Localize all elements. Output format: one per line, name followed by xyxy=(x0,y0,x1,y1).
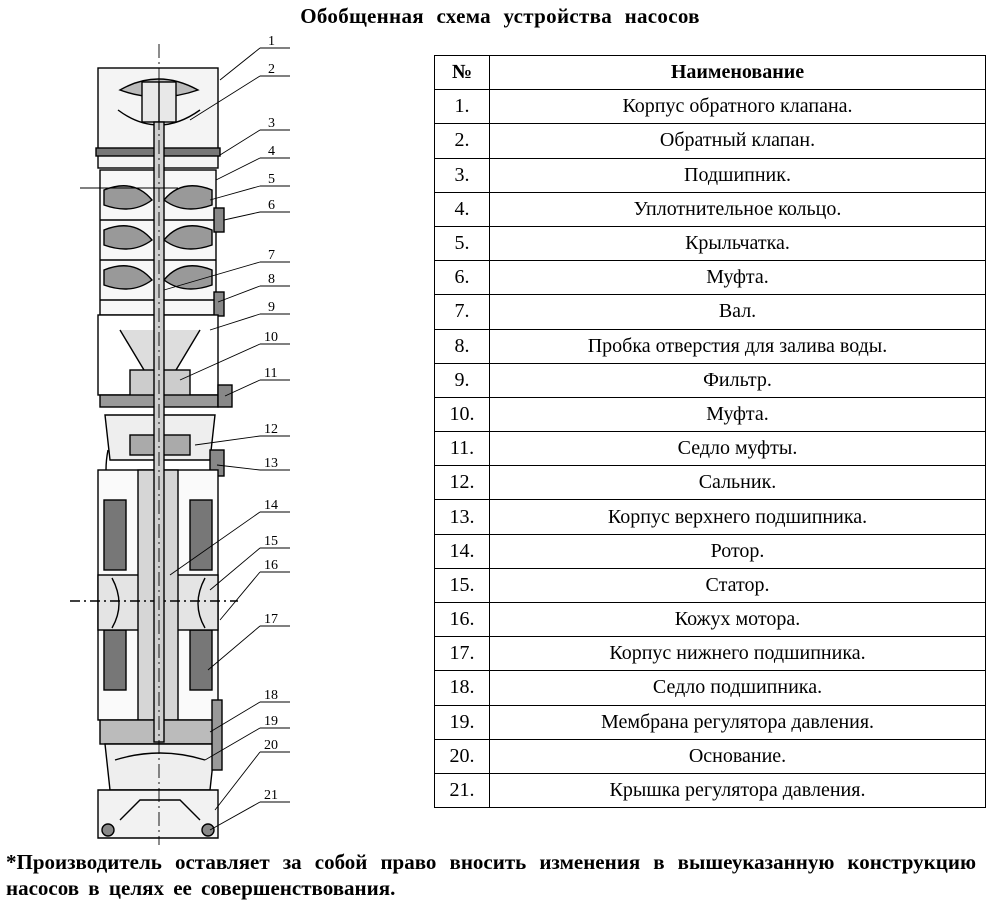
part-number-cell: 20. xyxy=(434,738,490,774)
part-number-cell: 4. xyxy=(434,191,490,227)
part-number-cell: 1. xyxy=(434,89,490,125)
part-label: 11 xyxy=(264,366,277,381)
part-name-cell: Пробка отверстия для залива воды. xyxy=(489,328,986,364)
table-row: 3.Подшипник. xyxy=(434,157,986,193)
part-number-cell: 5. xyxy=(434,225,490,262)
part-number-cell: 19. xyxy=(434,704,490,740)
part-label: 3 xyxy=(268,116,275,131)
table-row: 16.Кожух мотора. xyxy=(434,601,986,638)
part-label: 16 xyxy=(264,558,278,573)
part-name-cell: Корпус верхнего подшипника. xyxy=(489,499,986,535)
part-name-cell: Корпус нижнего подшипника. xyxy=(489,636,986,672)
part-name-cell: Ротор. xyxy=(489,533,986,569)
table-row: 4.Уплотнительное кольцо. xyxy=(434,191,986,227)
table-row: 2.Обратный клапан. xyxy=(434,123,986,159)
part-label: 10 xyxy=(264,330,278,345)
part-number-cell: 12. xyxy=(434,465,490,501)
part-name-cell: Крыльчатка. xyxy=(489,225,986,262)
part-name-cell: Сальник. xyxy=(489,465,986,501)
part-number-cell: 17. xyxy=(434,636,490,672)
table-row: 1.Корпус обратного клапана. xyxy=(434,89,986,125)
part-number-cell: 8. xyxy=(434,328,490,364)
part-name-cell: Фильтр. xyxy=(489,362,986,398)
part-label: 1 xyxy=(268,34,275,49)
part-label: 19 xyxy=(264,714,278,729)
part-label: 6 xyxy=(268,198,275,213)
table-row: 6.Муфта. xyxy=(434,260,986,296)
part-name-cell: Основание. xyxy=(489,738,986,774)
table-row: 7.Вал. xyxy=(434,294,986,330)
part-name-cell: Мембрана регулятора давления. xyxy=(489,704,986,740)
part-name-cell: Седло подшипника. xyxy=(489,670,986,706)
part-number-cell: 6. xyxy=(434,260,490,296)
parts-table-body: 1.Корпус обратного клапана.2.Обратный кл… xyxy=(434,89,986,809)
label-leaders xyxy=(163,47,290,831)
part-name-cell: Статор. xyxy=(489,567,986,604)
table-row: 20.Основание. xyxy=(434,738,986,774)
table-row: 9.Фильтр. xyxy=(434,362,986,398)
part-number-cell: 7. xyxy=(434,294,490,330)
part-label: 4 xyxy=(268,144,275,159)
part-name-cell: Уплотнительное кольцо. xyxy=(489,191,986,227)
part-label: 8 xyxy=(268,272,275,287)
table-row: 12.Сальник. xyxy=(434,465,986,501)
part-name-cell: Вал. xyxy=(489,294,986,330)
table-row: 11.Седло муфты. xyxy=(434,431,986,467)
table-header-row: № Наименование xyxy=(434,54,986,91)
part-name-cell: Кожух мотора. xyxy=(489,601,986,638)
part-number-cell: 18. xyxy=(434,670,490,706)
part-number-cell: 15. xyxy=(434,567,490,604)
table-row: 18.Седло подшипника. xyxy=(434,670,986,706)
part-name-cell: Корпус обратного клапана. xyxy=(489,89,986,125)
part-labels: 1 2 3 4 5 6 7 8 9 10 11 12 13 14 15 16 1… xyxy=(264,34,278,803)
part-name-cell: Подшипник. xyxy=(489,157,986,193)
part-name-cell: Седло муфты. xyxy=(489,431,986,467)
table-row: 19.Мембрана регулятора давления. xyxy=(434,704,986,740)
pump-cross-section-diagram: 1 2 3 4 5 6 7 8 9 10 11 12 13 14 15 16 1… xyxy=(70,34,290,845)
part-label: 17 xyxy=(264,612,278,627)
part-number-cell: 3. xyxy=(434,157,490,193)
part-number-cell: 11. xyxy=(434,431,490,467)
table-row: 5.Крыльчатка. xyxy=(434,225,986,262)
part-number-cell: 16. xyxy=(434,601,490,638)
part-label: 18 xyxy=(264,688,278,703)
part-name-cell: Муфта. xyxy=(489,260,986,296)
part-label: 2 xyxy=(268,62,275,77)
part-number-cell: 10. xyxy=(434,396,490,433)
table-row: 13.Корпус верхнего подшипника. xyxy=(434,499,986,535)
part-number-cell: 13. xyxy=(434,499,490,535)
part-number-cell: 9. xyxy=(434,362,490,398)
part-label: 12 xyxy=(264,422,278,437)
column-header-name: Наименование xyxy=(489,54,986,91)
table-row: 21.Крышка регулятора давления. xyxy=(434,772,986,809)
table-row: 17.Корпус нижнего подшипника. xyxy=(434,636,986,672)
pump-drawing xyxy=(70,44,238,845)
parts-table: № Наименование 1.Корпус обратного клапан… xyxy=(434,54,986,809)
part-number-cell: 2. xyxy=(434,123,490,159)
part-label: 15 xyxy=(264,534,278,549)
table-row: 10.Муфта. xyxy=(434,396,986,433)
part-label: 14 xyxy=(264,498,278,513)
footnote: *Производитель оставляет за собой право … xyxy=(6,850,976,900)
part-name-cell: Муфта. xyxy=(489,396,986,433)
part-name-cell: Обратный клапан. xyxy=(489,123,986,159)
part-name-cell: Крышка регулятора давления. xyxy=(489,772,986,809)
part-number-cell: 21. xyxy=(434,772,490,809)
part-number-cell: 14. xyxy=(434,533,490,569)
part-label: 9 xyxy=(268,300,275,315)
table-row: 15.Статор. xyxy=(434,567,986,604)
column-header-number: № xyxy=(434,54,490,91)
part-label: 20 xyxy=(264,738,278,753)
table-row: 8.Пробка отверстия для залива воды. xyxy=(434,328,986,364)
part-label: 21 xyxy=(264,788,278,803)
part-label: 7 xyxy=(268,248,275,263)
page-title: Обобщенная схема устройства насосов xyxy=(300,4,700,28)
part-label: 5 xyxy=(268,172,275,187)
table-row: 14.Ротор. xyxy=(434,533,986,569)
part-label: 13 xyxy=(264,456,278,471)
